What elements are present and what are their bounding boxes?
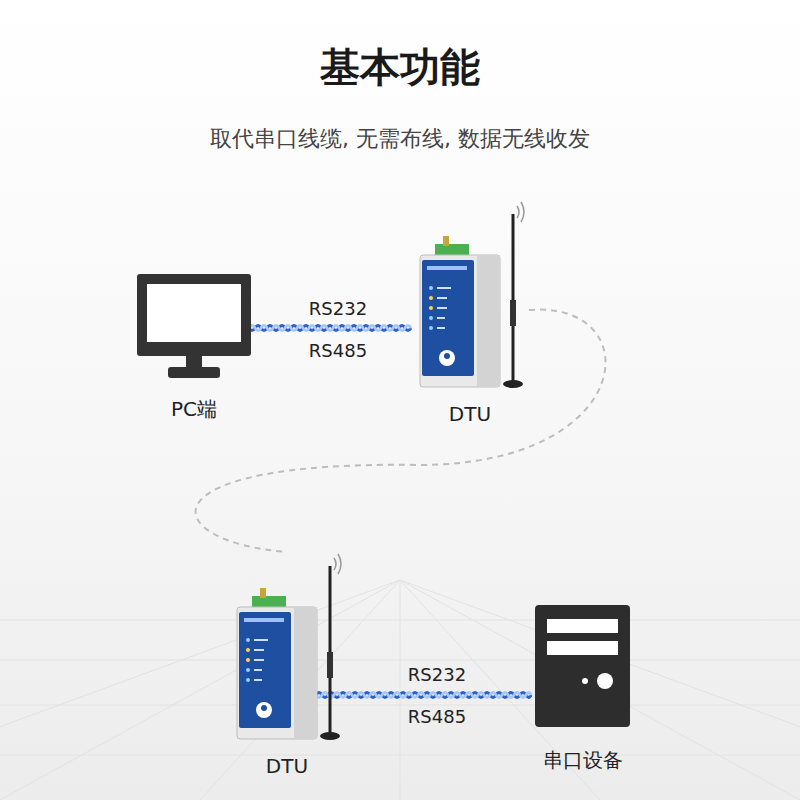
node-label: DTU bbox=[411, 402, 529, 426]
subtitle: 取代串口线缆, 无需布线, 数据无线收发 bbox=[0, 124, 800, 154]
title: 基本功能 bbox=[0, 40, 800, 95]
signal-label: RS232 bbox=[306, 298, 370, 319]
pc-terminal: PC端 bbox=[131, 272, 257, 423]
connector bbox=[316, 693, 531, 698]
signal-label: RS232 bbox=[405, 664, 469, 685]
connector bbox=[196, 310, 606, 552]
node-label: 串口设备 bbox=[531, 747, 634, 774]
dtu-device: DTU bbox=[228, 552, 346, 778]
dtu-device: DTU bbox=[411, 200, 529, 426]
signal-label: RS485 bbox=[306, 340, 370, 361]
node-label: DTU bbox=[228, 754, 346, 778]
signal-label: RS485 bbox=[405, 706, 469, 727]
serial-device: 串口设备 bbox=[531, 605, 634, 774]
node-label: PC端 bbox=[131, 396, 257, 423]
